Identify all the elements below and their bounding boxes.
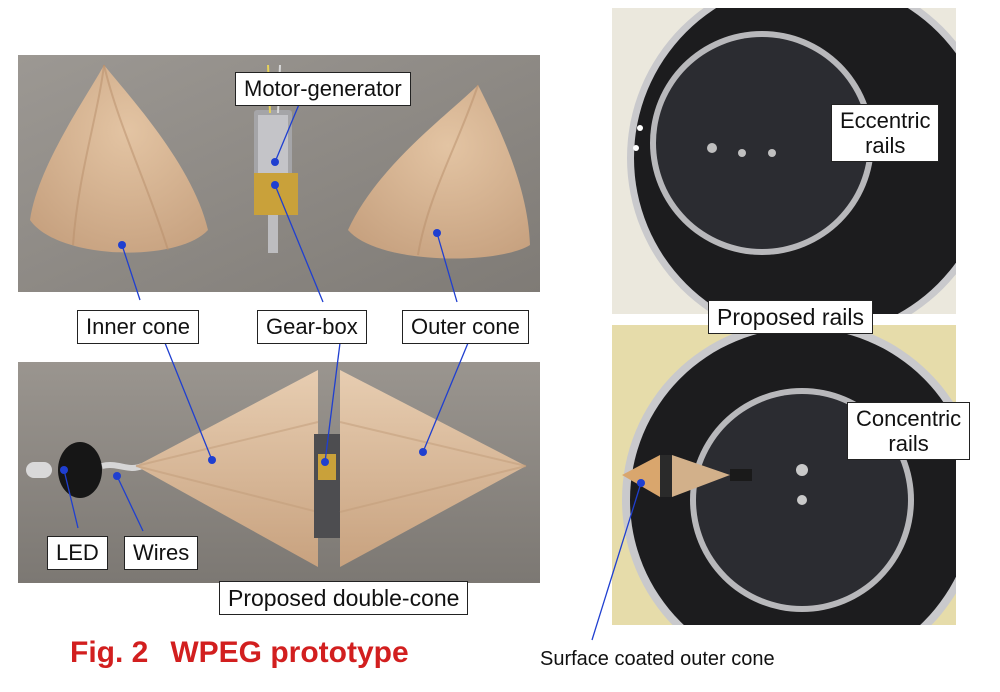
- label-concentric-rails-line1: Concentric: [856, 406, 962, 431]
- label-concentric-rails: Concentric rails: [847, 402, 971, 460]
- label-eccentric-rails-line1: Eccentric: [840, 108, 931, 133]
- label-eccentric-rails: Eccentric rails: [831, 104, 940, 162]
- label-outer-cone: Outer cone: [402, 310, 529, 344]
- figure-caption: Fig. 2 WPEG prototype: [70, 636, 409, 670]
- label-concentric-rails-line2: rails: [888, 431, 929, 456]
- label-wires: Wires: [124, 536, 199, 570]
- label-proposed-rails: Proposed rails: [708, 300, 874, 334]
- label-eccentric-rails-line2: rails: [865, 133, 906, 158]
- photo-concentric-rails: [612, 325, 956, 625]
- label-surface-coated-outer-cone: Surface coated outer cone: [540, 648, 775, 670]
- label-gear-box: Gear-box: [257, 310, 367, 344]
- figure-caption-title: WPEG prototype: [170, 636, 409, 669]
- label-proposed-double-cone: Proposed double-cone: [219, 581, 469, 615]
- figure-caption-number: Fig. 2: [70, 636, 149, 669]
- label-led: LED: [47, 536, 108, 570]
- label-motor-generator: Motor-generator: [235, 72, 411, 106]
- label-inner-cone: Inner cone: [77, 310, 199, 344]
